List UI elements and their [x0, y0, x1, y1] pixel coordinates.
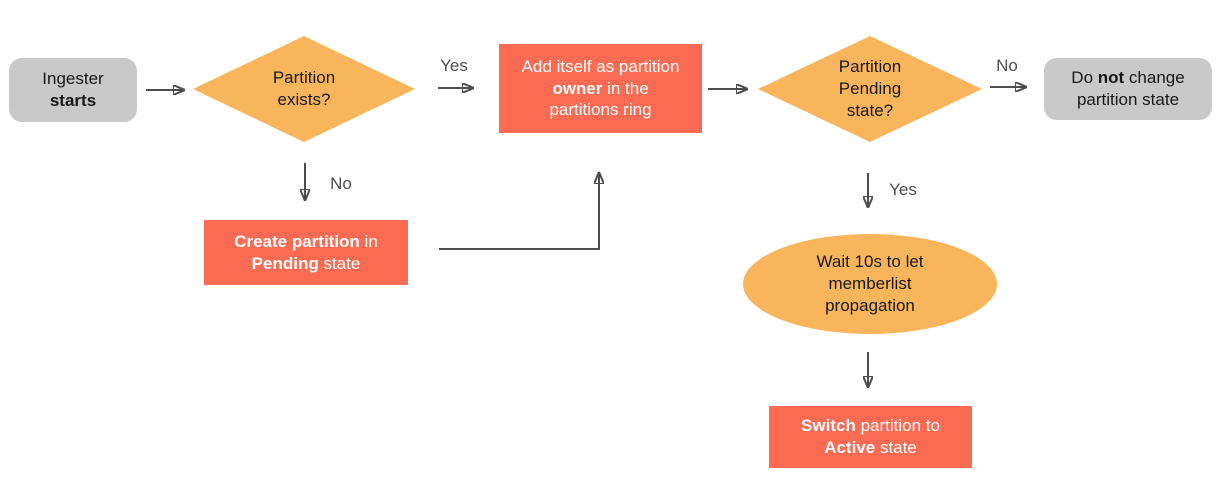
arrow-create-to-add-owner-elbow: [439, 173, 599, 250]
process-wait-memberlist-label: Wait 10s to let memberlist propagation: [816, 252, 924, 315]
edge-label-pending-no: No: [996, 56, 1018, 75]
process-wait-memberlist: Wait 10s to let memberlist propagation: [743, 234, 997, 334]
edge-label-pending-yes: Yes: [889, 180, 917, 199]
process-create-partition-label: Create partition in Pending state: [234, 231, 378, 273]
process-create-partition: Create partition in Pending state: [204, 220, 408, 285]
decision-partition-exists-label: Partition exists?: [272, 68, 336, 109]
decision-partition-pending-label: Partition Pending state?: [838, 57, 902, 120]
terminal-do-not-change-label: Do not change partition state: [1071, 68, 1185, 109]
process-switch-active-label: Switch partition to Active state: [801, 416, 940, 457]
edge-label-exists-no: No: [330, 174, 352, 193]
process-add-partition-owner-label: Add itself as partition owner in the par…: [521, 56, 680, 120]
start-node-ingester: Ingester starts: [9, 58, 137, 122]
terminal-do-not-change: Do not change partition state: [1044, 58, 1212, 120]
process-switch-active: Switch partition to Active state: [769, 406, 972, 468]
edge-label-exists-yes: Yes: [440, 56, 468, 75]
start-node-label: Ingester starts: [42, 69, 104, 110]
process-add-partition-owner: Add itself as partition owner in the par…: [499, 44, 702, 133]
